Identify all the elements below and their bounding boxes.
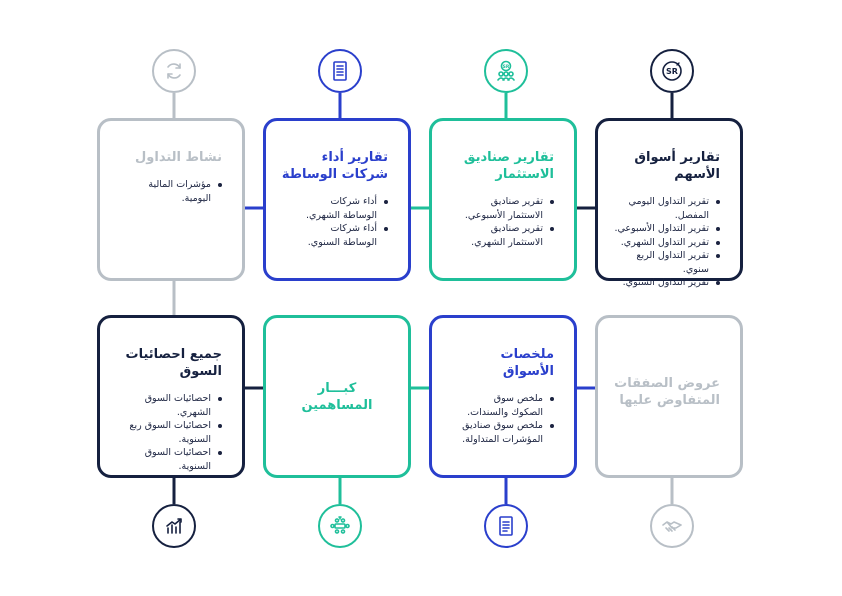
list-item: احصائيات السوق الشهري.: [110, 392, 222, 419]
list-item: تقرير التداول اليومي المفصل.: [608, 195, 720, 222]
list-item: أداء شركات الوساطة الشهري.: [276, 195, 388, 222]
list-item: احصائيات السوق ربع السنوية.: [110, 419, 222, 446]
card-list: تقرير صناديق الاستثمار الأسبوعي.تقرير صن…: [442, 195, 554, 249]
list-item: ملخص سوق الصكوك والسندات.: [442, 392, 554, 419]
list-item: تقرير التداول السنوي.: [608, 276, 720, 290]
list-item: تقرير التداول الشهري.: [608, 236, 720, 250]
list-item: تقرير التداول الأسبوعي.: [608, 222, 720, 236]
list-item: أداء شركات الوساطة السنوي.: [276, 222, 388, 249]
card-list: أداء شركات الوساطة الشهري.أداء شركات الو…: [276, 195, 388, 249]
card-market-stats: جميع احصائيات السوق احصائيات السوق الشهري…: [97, 315, 245, 478]
list-item: مؤشرات المالية اليومية.: [110, 178, 222, 205]
card-trading-activity: نشاط التداول مؤشرات المالية اليومية.: [97, 118, 245, 281]
card-title: تقارير أسواق الأسهم: [634, 150, 720, 182]
card-title: ملخصات الأسواق: [500, 347, 554, 379]
card-investment-funds: تقارير صناديق الاستثمار تقرير صناديق الاس…: [429, 118, 577, 281]
card-list: ملخص سوق الصكوك والسندات.ملخص سوق صناديق…: [442, 392, 554, 446]
list-item: تقرير التداول الربع سنوي.: [608, 249, 720, 276]
icon-label: SR: [503, 64, 510, 70]
card-major-shareholders: كبـــار المساهمين: [263, 315, 411, 478]
handshake-icon: [650, 504, 694, 548]
card-brokerage: تقارير أداء شركات الوساطة أداء شركات الوس…: [263, 118, 411, 281]
card-list: تقرير التداول اليومي المفصل.تقرير التداو…: [608, 195, 720, 290]
card-negotiated-deals: عروض الصفقات المتفاوض عليها: [595, 315, 743, 478]
list-item: تقرير صناديق الاستثمار الأسبوعي.: [442, 195, 554, 222]
card-list: احصائيات السوق الشهري.احصائيات السوق ربع…: [110, 392, 222, 473]
card-title: نشاط التداول: [135, 150, 222, 165]
list-item: احصائيات السوق السنوية.: [110, 446, 222, 473]
card-title: جميع احصائيات السوق: [125, 347, 222, 379]
bar-chart-icon: [152, 504, 196, 548]
sr-logo-icon: SR: [650, 49, 694, 93]
document-icon: [318, 49, 362, 93]
card-market-summaries: ملخصات الأسواق ملخص سوق الصكوك والسندات.م…: [429, 315, 577, 478]
card-title: عروض الصفقات المتفاوض عليها: [614, 375, 720, 408]
sr-people-icon: SR: [484, 49, 528, 93]
list-item: ملخص سوق صناديق المؤشرات المتداولة.: [442, 419, 554, 446]
card-title: تقارير صناديق الاستثمار: [463, 150, 554, 182]
card-list: مؤشرات المالية اليومية.: [110, 178, 222, 205]
list-item: تقرير صناديق الاستثمار الشهري.: [442, 222, 554, 249]
card-title: كبـــار المساهمين: [301, 380, 373, 413]
list-document-icon: [484, 504, 528, 548]
icon-label: SR: [666, 67, 678, 76]
refresh-icon: [152, 49, 196, 93]
card-title: تقارير أداء شركات الوساطة: [281, 150, 388, 182]
card-stock-market: تقارير أسواق الأسهم تقرير التداول اليومي …: [595, 118, 743, 288]
meeting-icon: [318, 504, 362, 548]
